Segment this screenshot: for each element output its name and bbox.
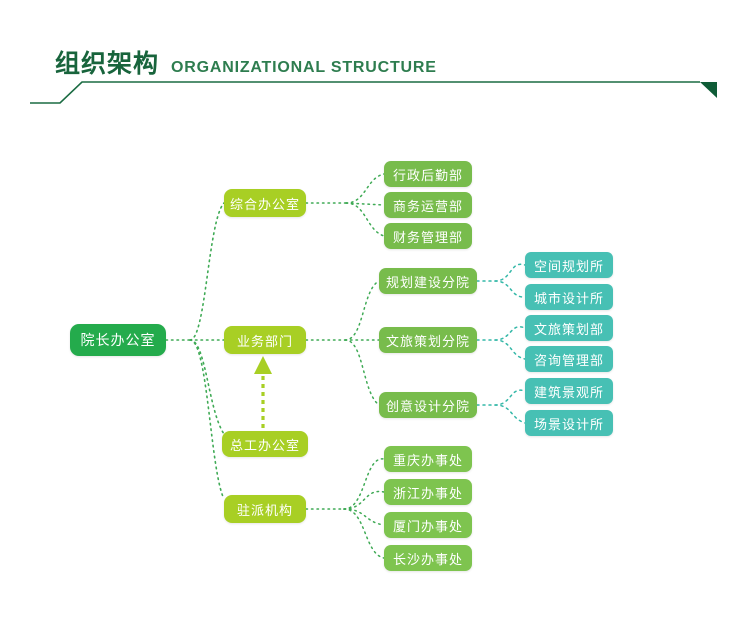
connector-lines [165, 173, 526, 559]
node-label: 总工办公室 [229, 438, 300, 454]
node-label: 长沙办事处 [392, 552, 463, 568]
node-culture-tourism-branch[interactable]: 文旅策划分院 [379, 327, 477, 353]
node-resident-agencies[interactable]: 驻派机构 [224, 495, 306, 523]
node-label: 文旅策划部 [533, 322, 604, 338]
node-label: 咨询管理部 [533, 353, 604, 369]
node-planning-construction-branch[interactable]: 规划建设分院 [379, 268, 477, 294]
node-label: 文旅策划分院 [385, 334, 470, 350]
node-label: 综合办公室 [229, 197, 300, 213]
page-header: 组织架构 ORGANIZATIONAL STRUCTURE [0, 0, 743, 110]
org-chart: 院长办公室 综合办公室 业务部门 总工办公室 驻派机构 行政后勤部 商务运营部 … [0, 110, 743, 620]
node-label: 创意设计分院 [385, 399, 470, 415]
node-label: 城市设计所 [533, 291, 604, 307]
node-finance-management-dept[interactable]: 财务管理部 [384, 223, 472, 249]
node-label: 规划建设分院 [385, 275, 470, 291]
node-label: 行政后勤部 [392, 168, 463, 184]
node-label: 院长办公室 [80, 333, 156, 349]
node-chongqing-office[interactable]: 重庆办事处 [384, 446, 472, 472]
node-label: 建筑景观所 [533, 385, 604, 401]
header-title-group: 组织架构 ORGANIZATIONAL STRUCTURE [55, 44, 437, 80]
node-chief-engineer-office[interactable]: 总工办公室 [222, 431, 308, 457]
page-title: 组织架构 [55, 49, 160, 78]
node-label: 浙江办事处 [392, 486, 463, 502]
node-business-department[interactable]: 业务部门 [224, 326, 306, 354]
node-label: 财务管理部 [392, 230, 463, 246]
node-creative-design-branch[interactable]: 创意设计分院 [379, 392, 477, 418]
node-label: 厦门办事处 [392, 519, 463, 535]
node-root-dean-office[interactable]: 院长办公室 [70, 324, 166, 356]
node-label: 商务运营部 [392, 199, 463, 215]
node-changsha-office[interactable]: 长沙办事处 [384, 545, 472, 571]
node-zhejiang-office[interactable]: 浙江办事处 [384, 479, 472, 505]
node-label: 场景设计所 [533, 417, 604, 433]
node-xiamen-office[interactable]: 厦门办事处 [384, 512, 472, 538]
node-general-office[interactable]: 综合办公室 [224, 189, 306, 217]
node-urban-design-institute[interactable]: 城市设计所 [525, 284, 613, 310]
node-label: 业务部门 [236, 334, 293, 350]
page-subtitle: ORGANIZATIONAL STRUCTURE [171, 59, 437, 76]
chief-engineer-arrow [254, 356, 272, 428]
node-architecture-landscape-institute[interactable]: 建筑景观所 [525, 378, 613, 404]
node-label: 驻派机构 [236, 503, 293, 519]
node-culture-tourism-planning-dept[interactable]: 文旅策划部 [525, 315, 613, 341]
node-consulting-management-dept[interactable]: 咨询管理部 [525, 346, 613, 372]
node-label: 空间规划所 [533, 259, 604, 275]
node-scene-design-institute[interactable]: 场景设计所 [525, 410, 613, 436]
node-spatial-planning-institute[interactable]: 空间规划所 [525, 252, 613, 278]
node-label: 重庆办事处 [392, 453, 463, 469]
header-divider [30, 81, 717, 104]
node-admin-logistics-dept[interactable]: 行政后勤部 [384, 161, 472, 187]
node-business-operations-dept[interactable]: 商务运营部 [384, 192, 472, 218]
